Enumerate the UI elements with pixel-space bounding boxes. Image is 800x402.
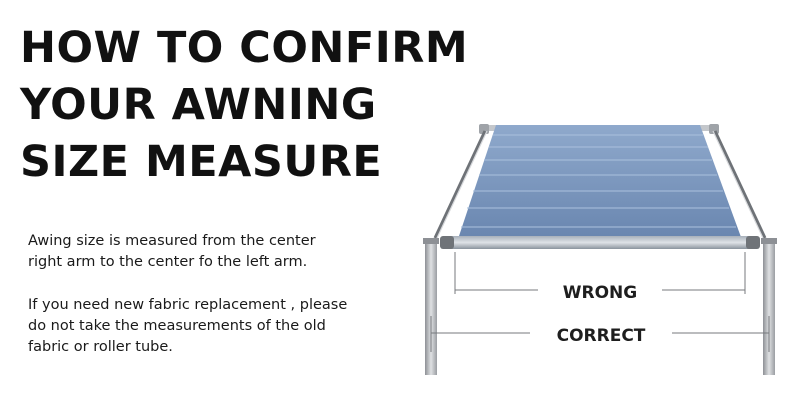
page-title: HOW TO CONFIRM YOUR AWNING SIZE MEASURE	[20, 20, 468, 191]
title-line: SIZE MEASURE	[20, 137, 383, 187]
description-line: do not take the measurements of the old	[28, 318, 326, 334]
title-line: HOW TO CONFIRM	[20, 23, 469, 73]
correct-label: CORRECT	[557, 326, 646, 346]
description-line: right arm to the center fo the left arm.	[28, 254, 308, 270]
support-arm-right-highlight	[712, 130, 764, 239]
support-arm-left	[433, 130, 487, 239]
leg-cap-right	[761, 238, 777, 244]
roller-end-cap-right	[746, 236, 760, 249]
wrong-label: WRONG	[563, 283, 637, 303]
support-arm-right	[713, 130, 767, 239]
description-line: fabric or roller tube.	[28, 339, 173, 355]
awning-diagram: WRONG CORRECT	[423, 124, 777, 375]
support-leg-left	[425, 240, 437, 375]
roller-tube	[440, 236, 760, 249]
fabric-seams	[461, 134, 736, 228]
awning-fabric	[455, 125, 745, 248]
support-arm-left-highlight	[436, 130, 488, 239]
wrong-measurement	[454, 252, 746, 294]
description-line: Awing size is measured from the center	[28, 233, 316, 249]
measurement-explanation: Awing size is measured from the center r…	[28, 231, 388, 273]
title-line: YOUR AWNING	[20, 80, 377, 130]
leg-cap-left	[423, 238, 439, 244]
roller-end-cap-left	[440, 236, 454, 249]
support-leg-right	[763, 240, 775, 375]
replacement-note: If you need new fabric replacement , ple…	[28, 295, 388, 358]
correct-measurement	[430, 316, 770, 352]
description-line: If you need new fabric replacement , ple…	[28, 297, 348, 313]
